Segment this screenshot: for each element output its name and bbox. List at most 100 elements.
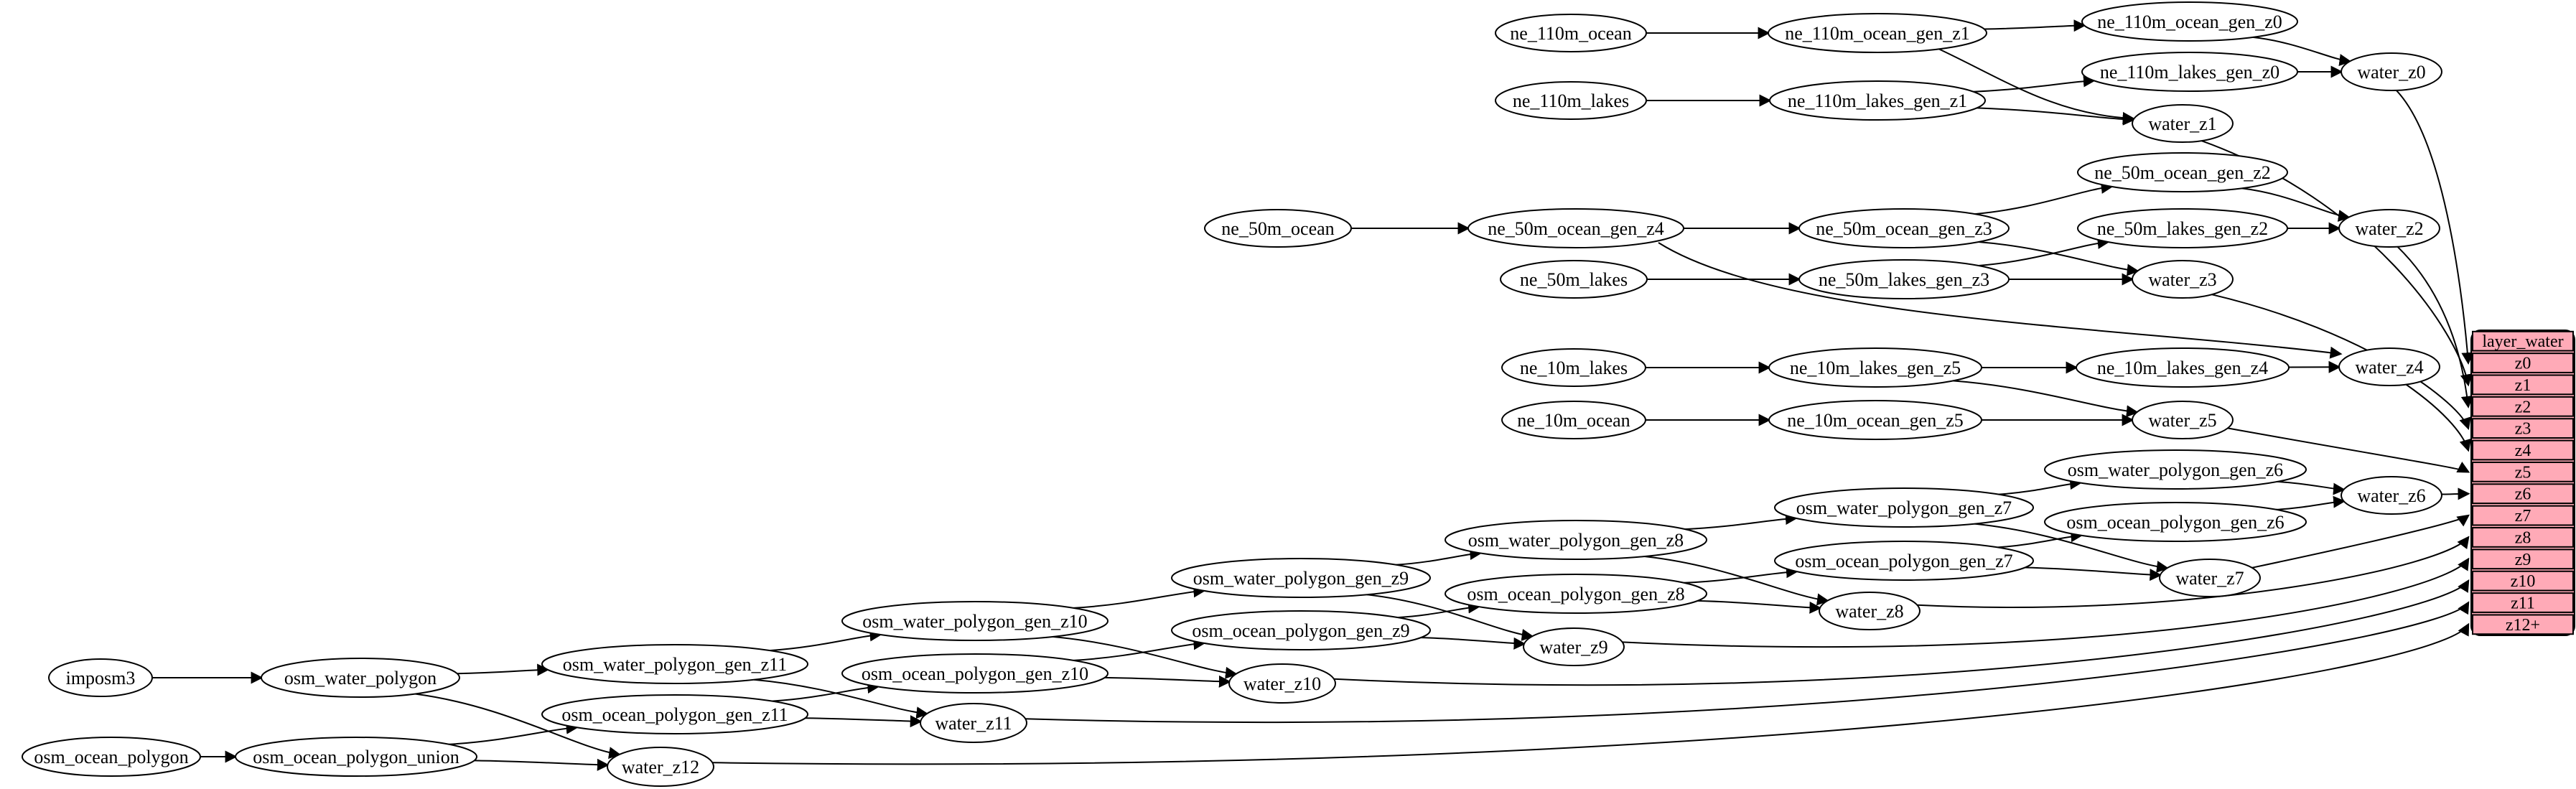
edge-ne_10m_lakes_gen_z5-to-water_z5 [1953, 380, 2139, 418]
node-ellipse [1500, 260, 1648, 299]
table-cell [2472, 527, 2574, 548]
node-osm_ocean_polygon_gen_z8: osm_ocean_polygon_gen_z8 [1445, 574, 1707, 614]
table-cell [2472, 505, 2574, 526]
node-ne_110m_ocean_gen_z1: ne_110m_ocean_gen_z1 [1768, 13, 1987, 53]
node-label: water_z7 [2175, 568, 2244, 589]
node-ellipse [2132, 401, 2234, 439]
node-osm_ocean_polygon_gen_z6: osm_ocean_polygon_gen_z6 [2044, 502, 2307, 542]
table-row-z0: z0 [2472, 353, 2574, 373]
edge-osm_water_polygon_gen_z11-to-water_z11 [754, 678, 929, 719]
node-ellipse [541, 644, 808, 684]
node-label: water_z12 [622, 757, 699, 778]
table-cell [2472, 439, 2574, 461]
node-ellipse [841, 601, 1109, 641]
table-row-z12+: z12+ [2472, 614, 2574, 635]
layer-water-table: layer_waterz0z1z2z3z4z5z6z7z8z9z10z11z12… [2470, 330, 2575, 637]
node-water_z10: water_z10 [1228, 663, 1336, 704]
node-ellipse [2341, 476, 2442, 515]
node-ellipse [1523, 627, 1625, 666]
node-label: osm_ocean_polygon_gen_z7 [1795, 551, 2012, 571]
node-ellipse [1171, 558, 1431, 598]
node-ellipse [22, 737, 201, 777]
node-label: osm_water_polygon_gen_z7 [1796, 498, 2012, 518]
node-osm_water_polygon: osm_water_polygon [261, 658, 460, 698]
table-cell [2472, 592, 2574, 613]
node-ellipse [2077, 152, 2288, 192]
node-label: ne_10m_ocean [1517, 410, 1630, 431]
node-label: ne_110m_ocean_gen_z0 [2097, 11, 2282, 32]
node-label: osm_ocean_polygon_gen_z9 [1192, 620, 1409, 641]
table-row-z5: z5 [2472, 461, 2574, 482]
node-ellipse [2341, 52, 2442, 91]
node-ne_10m_lakes_gen_z5: ne_10m_lakes_gen_z5 [1768, 347, 1982, 388]
edge-osm_ocean_polygon_gen_z8-to-water_z8 [1697, 599, 1822, 614]
node-ne_110m_lakes_gen_z1: ne_110m_lakes_gen_z1 [1769, 80, 1986, 121]
table-row-z8: z8 [2472, 527, 2574, 548]
node-label: osm_ocean_polygon [34, 747, 188, 767]
node-water_z7: water_z7 [2159, 559, 2261, 597]
table-row-label: z4 [2515, 442, 2531, 460]
node-ellipse [1501, 401, 1646, 439]
edge-water_z11-to-z11 [1025, 601, 2470, 724]
node-label: osm_water_polygon_gen_z8 [1468, 530, 1684, 551]
edge-osm_water_polygon_gen_z9-to-osm_water_polygon_gen_z8 [1396, 548, 1483, 566]
table-row-z9: z9 [2472, 548, 2574, 570]
edge-ne_50m_ocean_gen_z2-to-water_z2 [2241, 187, 2351, 222]
node-label: ne_50m_lakes_gen_z2 [2097, 218, 2268, 239]
node-ellipse [1495, 14, 1647, 52]
node-label: water_z6 [2357, 485, 2425, 506]
node-water_z9: water_z9 [1523, 627, 1625, 666]
node-osm_ocean_polygon: osm_ocean_polygon [22, 737, 201, 777]
edge-osm_water_polygon_gen_z8-to-water_z8 [1643, 556, 1829, 606]
node-ellipse [2132, 260, 2234, 299]
edge-osm_ocean_polygon_union-to-osm_ocean_polygon_gen_z11 [449, 722, 579, 745]
node-label: imposm3 [66, 668, 136, 688]
node-osm_ocean_polygon_gen_z7: osm_ocean_polygon_gen_z7 [1774, 541, 2034, 581]
node-ellipse [261, 658, 460, 698]
node-osm_ocean_polygon_gen_z9: osm_ocean_polygon_gen_z9 [1171, 610, 1431, 650]
node-water_z8: water_z8 [1819, 592, 1921, 630]
node-ellipse [2338, 209, 2440, 248]
edge-water_z12-to-z12+ [712, 622, 2470, 765]
node-label: ne_110m_lakes_gen_z0 [2100, 62, 2279, 83]
edge-water_z9-to-z9 [1622, 557, 2470, 648]
node-ellipse [1798, 259, 2010, 299]
node-water_z4: water_z4 [2338, 347, 2440, 386]
edge-osm_ocean_polygon_gen_z10-to-osm_ocean_polygon_gen_z9 [1073, 638, 1206, 661]
table-row-z11: z11 [2472, 592, 2574, 613]
edge-osm_ocean_polygon_gen_z7-to-osm_ocean_polygon_gen_z6 [1997, 530, 2083, 548]
edge-water_z10-to-z10 [1333, 579, 2470, 686]
edge-osm_ocean_polygon_gen_z9-to-osm_ocean_polygon_gen_z8 [1397, 601, 1481, 619]
edge-osm_water_polygon_gen_z10-to-osm_water_polygon_gen_z9 [1073, 585, 1206, 609]
node-osm_water_polygon_gen_z11: osm_water_polygon_gen_z11 [541, 644, 808, 684]
node-ellipse [1204, 209, 1352, 248]
node-ellipse [920, 703, 1027, 743]
node-label: osm_water_polygon_gen_z11 [563, 654, 787, 675]
edge-water_z5-to-z5 [2227, 427, 2470, 473]
node-ellipse [2132, 104, 2234, 143]
edge-ne_110m_ocean_gen_z1-to-water_z1 [1938, 48, 2135, 124]
table-row-label: z12+ [2506, 616, 2540, 635]
edge-ne_110m_lakes_gen_z1-to-ne_110m_lakes_gen_z0 [1973, 75, 2096, 93]
node-ne_50m_ocean_gen_z4: ne_50m_ocean_gen_z4 [1467, 208, 1684, 248]
table-row-z3: z3 [2472, 418, 2574, 439]
node-label: osm_water_polygon_gen_z6 [2068, 459, 2283, 480]
table-row-z7: z7 [2472, 505, 2574, 526]
node-label: ne_50m_ocean [1221, 218, 1334, 239]
node-ne_10m_ocean_gen_z5: ne_10m_ocean_gen_z5 [1768, 400, 1982, 440]
node-ellipse [2044, 502, 2307, 542]
edge-osm_ocean_polygon_gen_z11-to-osm_ocean_polygon_gen_z10 [772, 681, 880, 702]
node-ellipse [1768, 347, 1982, 388]
table-cell [2472, 418, 2574, 439]
node-label: ne_50m_ocean_gen_z4 [1488, 218, 1663, 239]
nodes-layer: imposm3 osm_water_polygon osm_ocean_polygo… [22, 1, 2442, 787]
table-row-label: z1 [2515, 376, 2531, 395]
node-ellipse [1228, 663, 1336, 704]
node-ellipse [1798, 208, 2010, 248]
table-cell [2472, 353, 2574, 373]
node-label: water_z0 [2357, 62, 2425, 83]
node-ellipse [1769, 80, 1986, 121]
table-cell [2472, 374, 2574, 396]
edge-ne_110m_ocean_gen_z0-to-water_z0 [2252, 36, 2352, 66]
